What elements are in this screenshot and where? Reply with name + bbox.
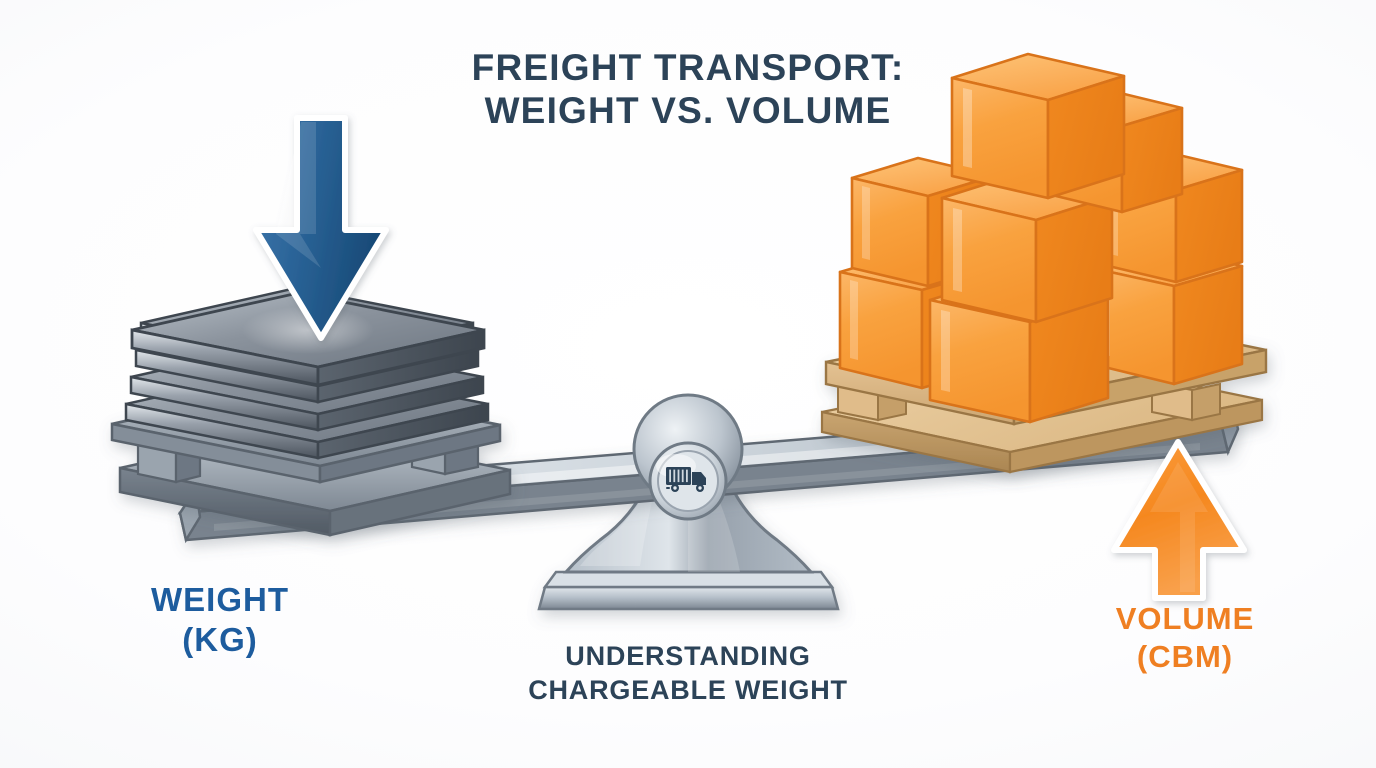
weight-label: WEIGHT(KG)	[40, 580, 400, 661]
subtitle-line-1: UNDERSTANDING	[565, 641, 811, 671]
fulcrum-hub	[632, 393, 744, 521]
weight-label-line-2: (KG)	[182, 621, 258, 659]
box-middle-center	[940, 172, 1114, 324]
weight-down-arrow	[253, 115, 389, 341]
truck-icon	[666, 467, 706, 492]
steel-plate-stack	[124, 286, 490, 460]
title-line-2: WEIGHT VS. VOLUME	[484, 90, 892, 132]
volume-up-arrow	[1111, 439, 1247, 601]
box-bottom-center	[928, 274, 1110, 424]
title-line-1: FREIGHT TRANSPORT:	[471, 47, 905, 88]
page-title: FREIGHT TRANSPORT:WEIGHT VS. VOLUME	[0, 46, 1376, 133]
weight-label-line-1: WEIGHT	[151, 581, 289, 618]
volume-label-line-1: VOLUME	[1115, 601, 1255, 636]
volume-label: VOLUME(CBM)	[1000, 600, 1370, 676]
box-top-center	[950, 52, 1126, 200]
volume-label-line-2: (CBM)	[1136, 638, 1234, 674]
subtitle-line-2: CHARGEABLE WEIGHT	[528, 674, 848, 705]
